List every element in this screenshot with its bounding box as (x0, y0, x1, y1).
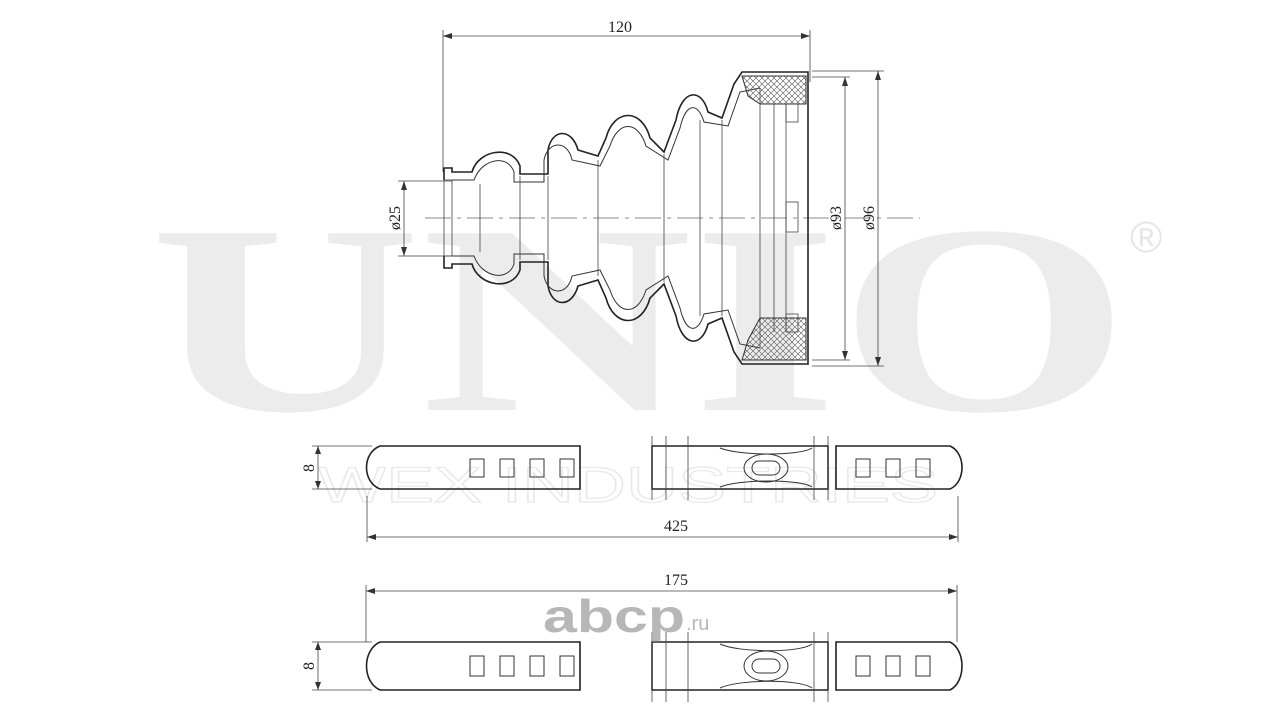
strap-short-drawing: 175 8 (301, 572, 963, 702)
strap-long-width-label: 8 (301, 464, 318, 472)
strap-slot (915, 655, 931, 677)
strap-slot (855, 655, 871, 677)
cv-boot-drawing: 120 ø25 ø93 ø96 (387, 19, 920, 367)
strap-short-width-label: 8 (301, 662, 318, 670)
strap-slot (885, 458, 901, 478)
strap-slot (855, 458, 871, 478)
strap-slot (529, 458, 545, 478)
watermark-registered-mark: ® (1130, 213, 1162, 262)
strap-slot (469, 458, 485, 478)
strap-slot (559, 458, 575, 478)
watermark: UNIO ® WEX INDUSTRIES (150, 170, 1162, 514)
strap-long-drawing: 8 425 (301, 436, 963, 542)
boot-inner-diameter-label: ø93 (828, 206, 845, 230)
strap-slot (559, 655, 575, 677)
strap-short-length-label: 175 (664, 572, 688, 589)
strap-slot (499, 458, 515, 478)
watermark-subtitle: WEX INDUSTRIES (318, 457, 938, 513)
strap-slot (529, 655, 545, 677)
hatched-section-bottom (741, 317, 807, 361)
site-logo-name: abcp (543, 590, 685, 642)
strap-slot (469, 655, 485, 677)
strap-slot (885, 655, 901, 677)
boot-large-diameter-dimensions: ø93 ø96 (812, 70, 884, 367)
strap-long-length-label: 425 (664, 518, 688, 535)
hatched-section-top (741, 75, 807, 105)
boot-small-diameter-label: ø25 (387, 206, 404, 230)
boot-outer-diameter-label: ø96 (861, 206, 878, 230)
strap-buckle (743, 650, 789, 682)
boot-small-diameter-dimension: ø25 (387, 180, 452, 257)
strap-slot (915, 458, 931, 478)
boot-profile (443, 71, 809, 365)
site-logo-tld: .ru (686, 613, 709, 635)
site-logo: abcp .ru (543, 590, 709, 642)
boot-length-label: 120 (608, 19, 632, 36)
watermark-brand: UNIO (150, 170, 1130, 469)
strap-slot (499, 655, 515, 677)
boot-length-dimension: 120 (442, 19, 811, 172)
strap-buckle (743, 453, 789, 483)
